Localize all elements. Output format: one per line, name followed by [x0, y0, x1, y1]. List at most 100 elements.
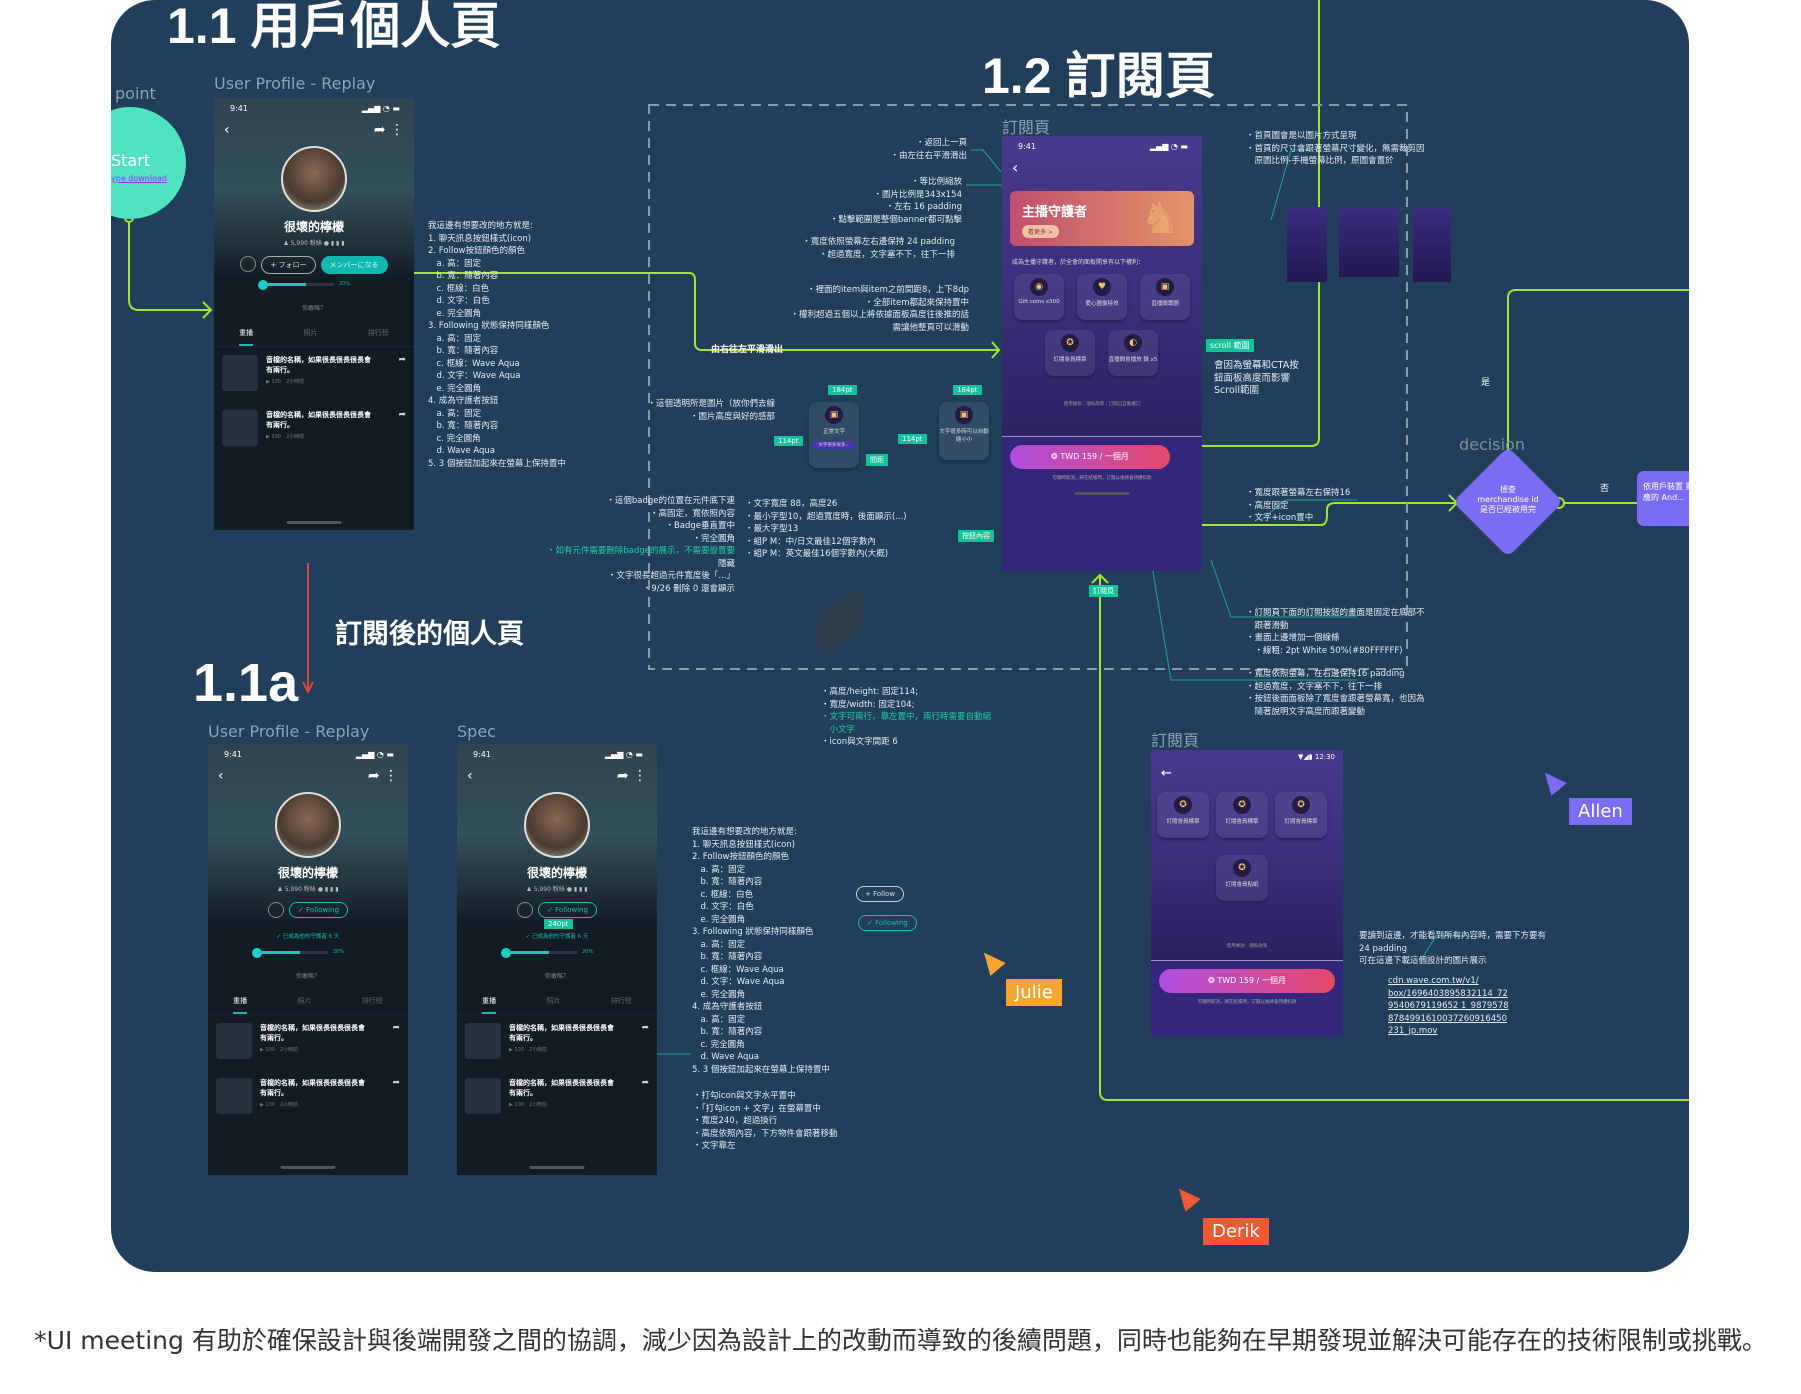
- note-line: ・點擊範圍是整個banner都可點擊: [829, 214, 962, 225]
- share-more-icons[interactable]: ➦ ⋮: [373, 122, 404, 138]
- connector-cta-decision: [1192, 502, 1457, 526]
- banner-button[interactable]: 看更多 >: [1022, 225, 1059, 238]
- member-button[interactable]: メンバーになる: [320, 256, 388, 274]
- status-time: 9:41: [1018, 142, 1036, 151]
- question-text: 你敢嗎？: [301, 305, 326, 312]
- tab-2[interactable]: 排行榜: [361, 997, 383, 1005]
- note-line: cdn.wave.com.tw/v1/: [1388, 976, 1479, 986]
- share-icon[interactable]: ➦: [641, 1078, 649, 1088]
- status-icons: ▂▄▆ ◔ ▬: [361, 104, 400, 113]
- progress-knob[interactable]: [501, 948, 511, 958]
- following-button[interactable]: ✓ Following: [289, 902, 348, 918]
- chat-button[interactable]: [240, 256, 257, 272]
- note-line: b. 寬：隨著內容: [692, 1027, 763, 1037]
- connector-android: [1099, 575, 1689, 1101]
- profile-spec-phone[interactable]: 9:41▂▄▆ ◔ ▬‹➦ ⋮很壞的檸檬♟ 5,990 粉絲 ● ▮ ▮ ▮✓ …: [457, 744, 657, 1175]
- start-download-link[interactable]: ype download: [111, 174, 167, 183]
- footer-links[interactable]: 使用條款 隱私政策: [1226, 944, 1268, 949]
- note-line: b. 寬：隨著內容: [428, 271, 499, 281]
- android-asset-link[interactable]: cdn.wave.com.tw/v1/box/1696403895832114_…: [1388, 975, 1509, 1038]
- item-thumbnail: [216, 1023, 252, 1059]
- note-line: b. 寬：隨著內容: [428, 421, 499, 431]
- follow-button[interactable]: + フォロー: [261, 256, 316, 274]
- question-text: 你敢嗎？: [544, 973, 569, 980]
- profile-subscribed-phone[interactable]: 9:41▂▄▆ ◔ ▬‹➦ ⋮很壞的檸檬♟ 5,990 粉絲 ● ▮ ▮ ▮✓ …: [208, 744, 408, 1175]
- share-icon[interactable]: ➦: [398, 410, 406, 420]
- tab-1[interactable]: 照片: [546, 997, 561, 1005]
- subscription-phone[interactable]: 9:41▂▄▆ ◔ ▬‹主播守護者看更多 >♞成為主播守護者，於全會的面板開享有…: [1002, 136, 1202, 571]
- share-more-icons[interactable]: ➦ ⋮: [616, 768, 647, 784]
- note-line: ・寬度依照螢幕，在右邊保持16 padding: [1246, 669, 1405, 679]
- back-icon[interactable]: ‹: [467, 768, 473, 784]
- list-item[interactable]: 音檔的名稱，如果很長很長很長會有兩行。▶ 100 2小時前➦: [216, 1023, 400, 1065]
- list-item[interactable]: 音檔的名稱，如果很長很長很長會有兩行。▶ 100 2小時前➦: [465, 1078, 649, 1120]
- note-line: 9540679119652 1_9879578: [1388, 1001, 1509, 1011]
- subscription-android-phone[interactable]: ▼◢▮ 12:30←✪訂閱會員標章✪訂閱會員標章✪訂閱會員標章✪訂閱會員貼紙使用…: [1151, 750, 1343, 1036]
- tab-0[interactable]: 重播: [233, 996, 248, 1014]
- profile-replay-phone[interactable]: 9:41▂▄▆ ◔ ▬‹➦ ⋮很壞的檸檬♟ 5,990 粉絲 ● ▮ ▮ ▮+ …: [214, 98, 414, 530]
- progress-knob[interactable]: [258, 280, 268, 290]
- share-icon[interactable]: ➦: [641, 1023, 649, 1033]
- note-line: ・最大字型13: [745, 524, 799, 534]
- tab-0[interactable]: 重播: [482, 996, 497, 1014]
- item-meta: ▶ 100 2小時前: [260, 1047, 299, 1053]
- share-icon[interactable]: ➦: [392, 1078, 400, 1088]
- status-bar: 9:41▂▄▆ ◔ ▬: [224, 750, 394, 759]
- note-line: ・完全圓角: [692, 533, 735, 544]
- tab-0[interactable]: 重播: [239, 328, 254, 346]
- tab-2[interactable]: 排行榜: [367, 329, 389, 337]
- item-thumbnail: [216, 1078, 252, 1114]
- badge-height-1: 114pt: [774, 436, 803, 446]
- note-line: b. 寬：隨著內容: [428, 346, 499, 356]
- perk-icon: ♥: [1093, 278, 1111, 296]
- following-button[interactable]: ✓ Following: [538, 902, 597, 918]
- banner[interactable]: 主播守護者看更多 >♞: [1010, 191, 1194, 246]
- share-more-icons[interactable]: ➦ ⋮: [367, 768, 398, 784]
- home-indicator: [280, 1166, 336, 1169]
- back-icon[interactable]: ‹: [218, 768, 224, 784]
- list-item[interactable]: 音檔的名稱，如果很長很長很長會有兩行。▶ 100 2小時前➦: [222, 355, 406, 397]
- note-line: ・「打勾icon + 文字」在螢幕置中: [693, 1103, 821, 1114]
- list-item[interactable]: 音檔的名稱，如果很長很長很長會有兩行。▶ 100 2小時前➦: [222, 410, 406, 452]
- cta-panel: ❂ TWD 159 / 一個月可隨時取消，將在結帳時，訂閱以後將會持續扣款: [1002, 436, 1202, 571]
- note-badge: ・這個badge的位置在元件底下連・高固定，寬依照內容・Badge垂直置中・完全…: [547, 495, 735, 595]
- note-line: a. 高：固定: [428, 333, 482, 344]
- tab-1[interactable]: 照片: [297, 997, 312, 1005]
- progress-knob[interactable]: [252, 948, 262, 958]
- start-label: Start: [111, 151, 151, 170]
- chat-button[interactable]: [268, 902, 285, 918]
- note-line: ・訂閱頁下面的訂閱按鈕的畫面是固定在底部不: [1246, 608, 1425, 618]
- subscribe-button[interactable]: ❂ TWD 159 / 一個月: [1159, 969, 1335, 993]
- avatar: [275, 792, 341, 858]
- list-item[interactable]: 音檔的名稱，如果很長很長很長會有兩行。▶ 100 2小時前➦: [465, 1023, 649, 1065]
- point-label: point: [115, 84, 156, 103]
- back-icon[interactable]: ‹: [224, 122, 230, 138]
- share-icon[interactable]: ➦: [392, 1023, 400, 1033]
- progress-fill: [264, 283, 306, 286]
- note-line: 我這邊有想要改的地方就是:: [692, 827, 797, 837]
- list-item[interactable]: 音檔的名稱，如果很長很長很長會有兩行。▶ 100 2小時前➦: [216, 1078, 400, 1120]
- share-icon[interactable]: ➦: [398, 355, 406, 365]
- back-icon[interactable]: ‹: [1012, 158, 1019, 177]
- footer-links[interactable]: 使用條款｜隱私政策｜訂閱已自動續訂: [1063, 402, 1141, 407]
- tab-1[interactable]: 照片: [303, 329, 318, 337]
- julie-cursor-tag: Julie: [1006, 979, 1062, 1006]
- note-line: d. 文字：Wave Aqua: [692, 977, 785, 987]
- note-line: 4. 成為守護者按鈕: [692, 1002, 763, 1012]
- connector-profile-subscription: [391, 272, 999, 351]
- process-box[interactable]: 依用戶裝置 對應的 And...: [1637, 471, 1689, 526]
- subscribe-button[interactable]: ❂ TWD 159 / 一個月: [1010, 445, 1170, 469]
- perk-card: ▣直播間專圖: [1140, 274, 1190, 320]
- note-line: 鈕面板高度而影響: [1214, 372, 1291, 384]
- note-cta: ・寬度跟著螢幕左右保持16・高度固定・文字+icon置中: [1246, 487, 1350, 525]
- whiteboard-canvas[interactable]: 1.1 用戶個人頁 1.2 訂閱頁 1.1a 訂閱後的個人頁 point Sta…: [111, 0, 1689, 1272]
- tab-2[interactable]: 排行榜: [610, 997, 632, 1005]
- note-line: Scroll範圍: [1214, 385, 1260, 396]
- back-arrow-icon[interactable]: ←: [1161, 766, 1172, 781]
- status-time: 9:41: [224, 750, 242, 759]
- badge-cta-panel: 按鈕內容: [958, 530, 994, 542]
- note-line: b. 寬：隨著內容: [692, 877, 763, 887]
- spec-card-badge: 文字很多很多...: [812, 441, 856, 449]
- chat-button[interactable]: [517, 902, 534, 918]
